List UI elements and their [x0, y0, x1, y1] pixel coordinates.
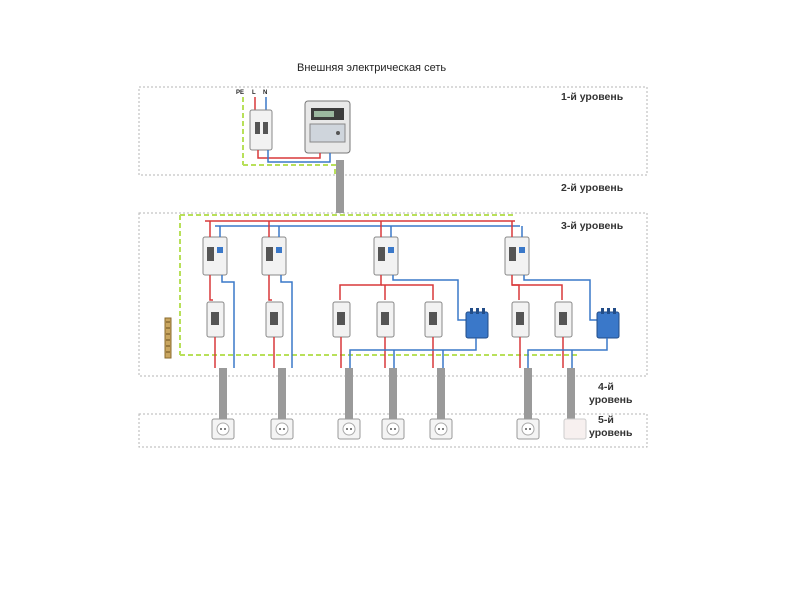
circuit-breakers [206, 301, 573, 338]
diagram-title: Внешняя электрическая сеть [297, 62, 447, 74]
label-n: N [263, 90, 268, 96]
energy-meter [304, 100, 351, 154]
level-4-label-b: уровень [589, 394, 633, 406]
level-5-label-b: уровень [589, 427, 633, 439]
outlet-cables [219, 368, 575, 420]
level-4-label-a: 4-й [598, 381, 614, 393]
input-wires [242, 97, 267, 165]
rcd-devices [202, 221, 530, 276]
pe-bus [164, 317, 172, 359]
trunk-cable [336, 160, 344, 213]
rcd-outputs [209, 275, 600, 345]
level-4-label: 4-й уровень [589, 381, 649, 407]
level1-frame [138, 86, 648, 176]
neutral-busbars [465, 308, 620, 339]
sockets [211, 418, 587, 440]
level-1-label: 1-й уровень [561, 91, 624, 103]
label-pe: PE [236, 90, 245, 96]
label-l: L [252, 90, 256, 96]
level-3-label: 3-й уровень [561, 220, 624, 232]
distribution-bus [179, 214, 580, 356]
level-2-label: 2-й уровень [561, 182, 624, 194]
main-breaker [249, 109, 273, 151]
breaker-outputs [214, 337, 608, 368]
level-5-label: 5-й уровень [589, 414, 649, 440]
breaker-meter-wires [243, 150, 336, 175]
level-5-label-a: 5-й [598, 414, 614, 426]
